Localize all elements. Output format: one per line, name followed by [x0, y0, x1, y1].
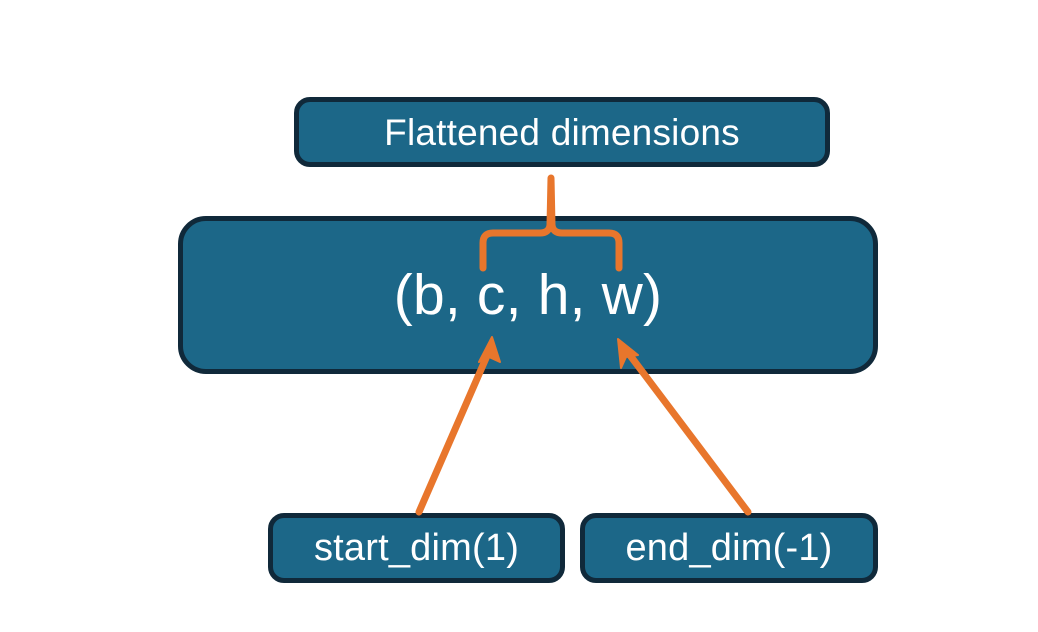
node-tensor-shape[interactable]: (b, c, h, w): [178, 216, 878, 374]
node-end-dim[interactable]: end_dim(-1): [580, 513, 878, 583]
node-start-dim[interactable]: start_dim(1): [268, 513, 565, 583]
node-tensor-shape-label: (b, c, h, w): [393, 262, 663, 327]
node-end-dim-label: end_dim(-1): [625, 527, 833, 569]
node-start-dim-label: start_dim(1): [313, 527, 520, 569]
node-flattened-dimensions[interactable]: Flattened dimensions: [294, 97, 830, 167]
node-flattened-dimensions-label: Flattened dimensions: [384, 111, 740, 153]
